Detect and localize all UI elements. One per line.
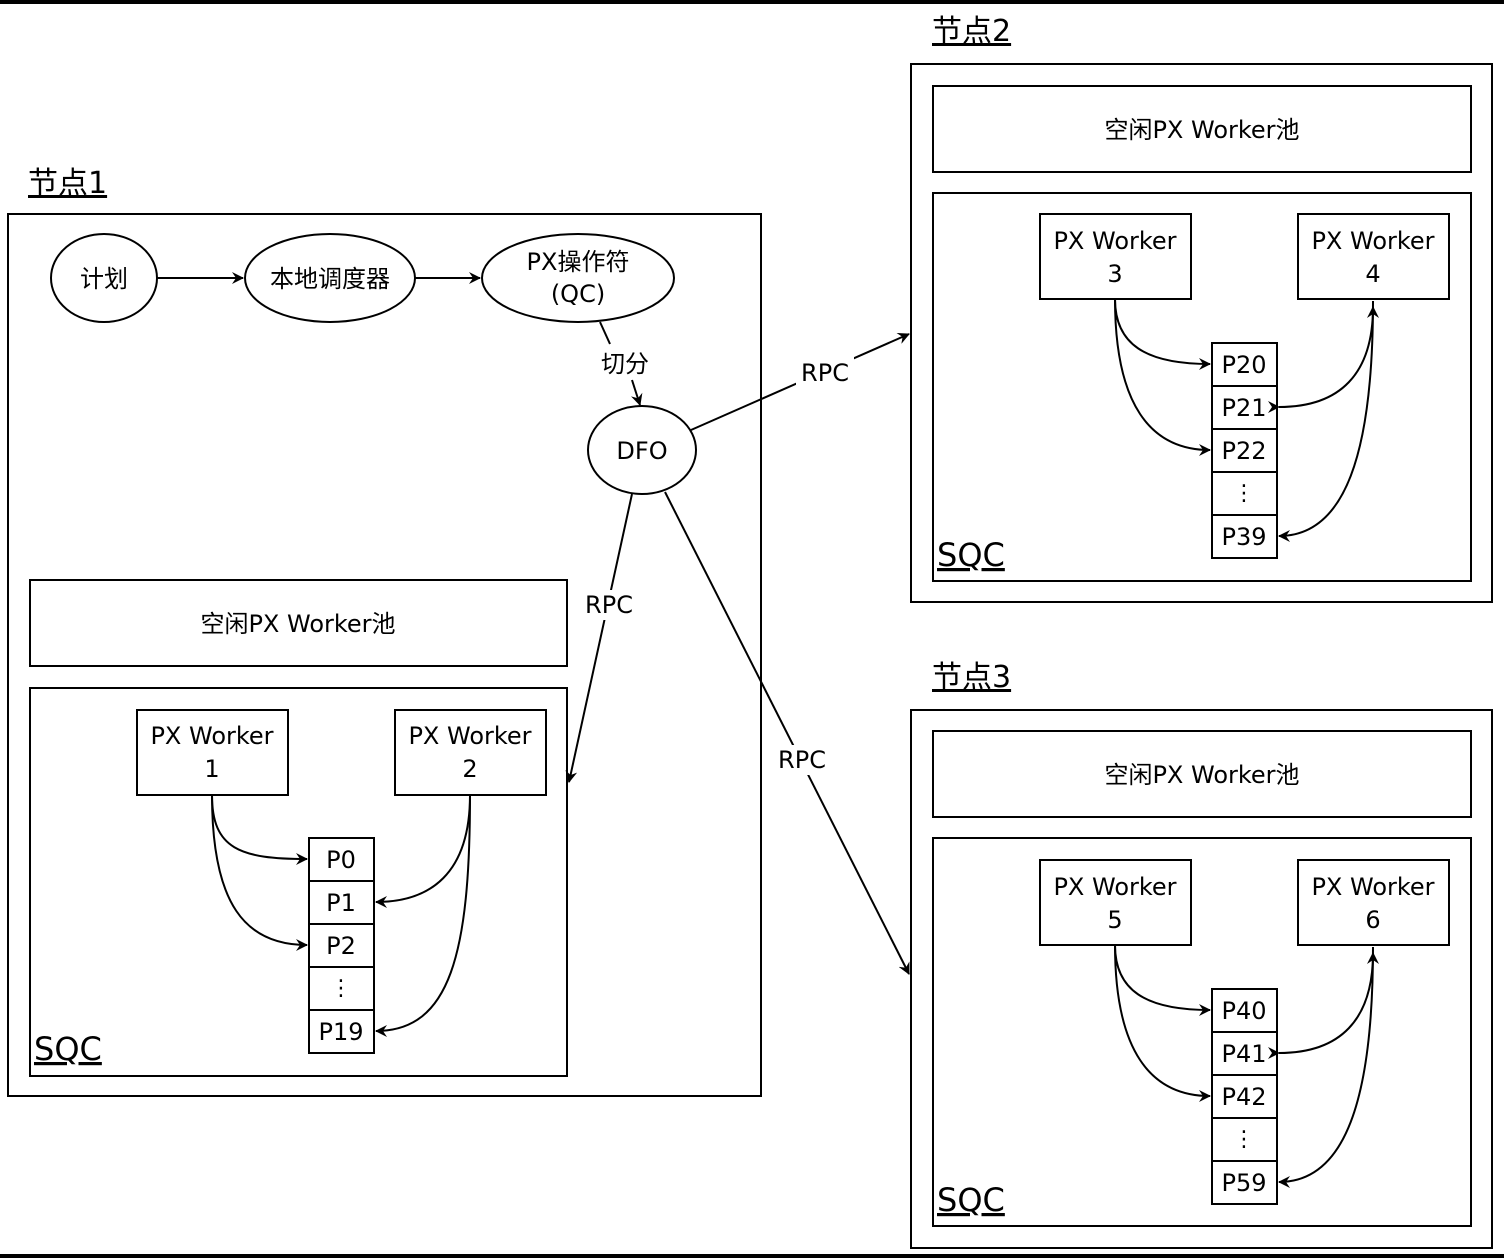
px-worker-6: [1297, 859, 1450, 946]
worker1-to-p2-arrow: [211, 794, 308, 951]
split-arrow-segment: [599, 321, 611, 345]
node2-idle-pool-label: 空闲PX Worker池: [1104, 116, 1299, 144]
partition-label: P41: [1221, 1040, 1266, 1068]
partition-cell: [308, 880, 375, 925]
px-worker-1-line2: 1: [204, 755, 219, 783]
rpc-to-node3-label: RPC: [778, 746, 826, 774]
split-arrow: [630, 379, 643, 406]
px-worker-5-line2: 5: [1107, 906, 1122, 934]
worker4-to-p39-arrow: [1278, 300, 1374, 542]
partition-cell: [308, 837, 375, 882]
node2-title: 节点2: [932, 14, 1011, 49]
partition-label: P2: [326, 932, 356, 960]
px-operator-label-line2: (QC): [551, 280, 605, 308]
px-worker-6-line2: 6: [1365, 906, 1380, 934]
partition-label: P42: [1221, 1083, 1266, 1111]
px-worker-2-line1: PX Worker: [408, 722, 531, 750]
plan-label: 计划: [80, 265, 128, 293]
px-worker-2: [394, 709, 547, 796]
rpc-label-bg: [796, 357, 854, 387]
px-worker-4: [1297, 213, 1450, 300]
px-worker-5-line1: PX Worker: [1053, 873, 1176, 901]
worker2-to-p19-arrow: [375, 794, 471, 1037]
rpc-connections: RPC RPC RPC: [565, 332, 910, 975]
partition-label: P0: [326, 846, 356, 874]
px-worker-1-line1: PX Worker: [150, 722, 273, 750]
worker5-to-p40-arrow: [1114, 944, 1211, 1016]
partition-label: P19: [318, 1018, 363, 1046]
partition-ellipsis: ⋮: [330, 976, 352, 1001]
worker6-to-p59-arrow: [1278, 946, 1374, 1188]
px-worker-2-line2: 2: [462, 755, 477, 783]
worker3-to-p22-arrow: [1114, 298, 1211, 456]
rpc-label-bg: [773, 745, 831, 775]
node1-idle-pool-label: 空闲PX Worker池: [200, 610, 395, 638]
node3-idle-pool: [932, 730, 1472, 818]
worker3-to-p20-arrow: [1114, 298, 1211, 370]
partition-cell: [1211, 342, 1278, 387]
px-operator-ellipse: [481, 233, 675, 323]
worker6-p41-double-arrow: [1267, 952, 1379, 1060]
partition-cell: [1211, 1160, 1278, 1205]
rpc-to-node2-label: RPC: [801, 359, 849, 387]
node2-partition-list: P20 P21 P22 ⋮ P39: [1211, 342, 1278, 559]
node1-partition-list: P0 P1 P2 ⋮ P19: [308, 837, 375, 1054]
rpc-label-bg: [580, 590, 638, 620]
partition-ellipsis: ⋮: [1233, 1127, 1255, 1152]
node2-sqc-label: SQC: [937, 536, 1005, 574]
node1-title: 节点1: [28, 166, 107, 201]
node1-idle-pool: [29, 579, 568, 667]
px-worker-4-line1: PX Worker: [1311, 227, 1434, 255]
partition-label: P1: [326, 889, 356, 917]
local-scheduler-label: 本地调度器: [270, 265, 390, 293]
dfo-label: DFO: [616, 437, 667, 465]
rpc-to-node1-sqc-label: RPC: [585, 591, 633, 619]
partition-label: P21: [1221, 394, 1266, 422]
px-worker-5: [1039, 859, 1192, 946]
rpc-to-node1-sqc-arrow: [565, 493, 633, 783]
node1: 节点1 计划 本地调度器 PX操作符 (QC) DFO 切分 空闲PX Work…: [7, 166, 762, 1097]
node3-sqc-label: SQC: [937, 1181, 1005, 1219]
dfo-ellipse: [587, 405, 697, 495]
px-worker-3-line2: 3: [1107, 260, 1122, 288]
partition-label: P59: [1221, 1169, 1266, 1197]
px-worker-4-line2: 4: [1365, 260, 1380, 288]
node2-idle-pool: [932, 85, 1472, 173]
worker2-to-p1-arrow: [375, 794, 471, 908]
partition-cell: [308, 1009, 375, 1054]
px-worker-1: [136, 709, 289, 796]
split-label: 切分: [601, 350, 649, 378]
px-worker-3-line1: PX Worker: [1053, 227, 1176, 255]
px-worker-6-line1: PX Worker: [1311, 873, 1434, 901]
node3: 节点3 空闲PX Worker池 SQC PX Worker 5 PX Work…: [910, 660, 1493, 1249]
worker5-to-p42-arrow: [1114, 944, 1211, 1102]
partition-label: P39: [1221, 523, 1266, 551]
partition-cell: [1211, 514, 1278, 559]
rpc-to-node3-arrow: [664, 491, 910, 975]
worker4-p21-double-arrow: [1267, 306, 1379, 414]
node3-title: 节点3: [932, 660, 1011, 695]
node1-sqc-label: SQC: [34, 1030, 102, 1068]
node2: 节点2 空闲PX Worker池 SQC PX Worker 3 PX Work…: [910, 14, 1493, 603]
partition-label: P40: [1221, 997, 1266, 1025]
partition-label: P22: [1221, 437, 1266, 465]
px-architecture-diagram: 节点1 计划 本地调度器 PX操作符 (QC) DFO 切分 空闲PX Work…: [7, 14, 1493, 1249]
partition-cell: [1211, 988, 1278, 1033]
px-operator-label-line1: PX操作符: [527, 248, 630, 276]
node3-idle-pool-label: 空闲PX Worker池: [1104, 761, 1299, 789]
partition-ellipsis: ⋮: [1233, 481, 1255, 506]
partition-cell: [308, 966, 375, 1011]
px-worker-3: [1039, 213, 1192, 300]
node3-partition-list: P40 P41 P42 ⋮ P59: [1211, 988, 1278, 1205]
partition-label: P20: [1221, 351, 1266, 379]
diagram-canvas: 节点1 计划 本地调度器 PX操作符 (QC) DFO 切分 空闲PX Work…: [0, 4, 1504, 1254]
